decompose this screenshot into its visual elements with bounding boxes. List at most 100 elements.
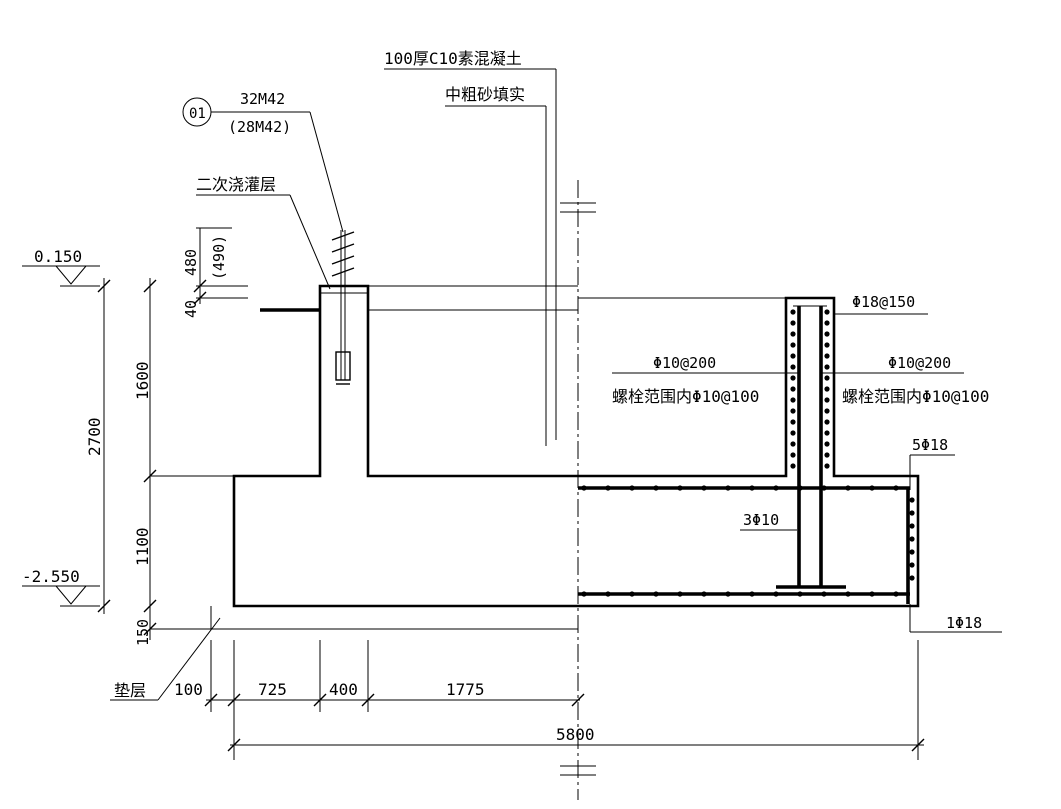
dim-1100: 1100 bbox=[133, 527, 152, 566]
rebar-dot bbox=[790, 375, 796, 381]
rebar-dots bbox=[581, 309, 915, 597]
rebar-slab bbox=[578, 486, 910, 604]
dim-1600: 1600 bbox=[133, 361, 152, 400]
label-rebar-left-main: Φ10@200 bbox=[653, 354, 716, 372]
label-bolt-spec-alt: (28M42) bbox=[228, 118, 291, 136]
rebar-dot bbox=[677, 591, 683, 597]
dim-100: 100 bbox=[174, 680, 203, 699]
rebar-dot bbox=[869, 591, 875, 597]
label-sand-fill: 中粗砂填实 bbox=[445, 85, 525, 104]
rebar-dot bbox=[790, 342, 796, 348]
rebar-dot bbox=[725, 591, 731, 597]
dim-1775: 1775 bbox=[446, 680, 485, 699]
rebar-dot bbox=[824, 408, 830, 414]
dim-2700: 2700 bbox=[85, 417, 104, 456]
rebar-dot bbox=[725, 485, 731, 491]
label-detail-mark: 01 bbox=[189, 106, 206, 122]
horizontal-dimensions bbox=[204, 640, 925, 760]
rebar-dot bbox=[821, 591, 827, 597]
rebar-dot bbox=[701, 591, 707, 597]
rebar-dot bbox=[824, 441, 830, 447]
dim-400: 400 bbox=[329, 680, 358, 699]
rebar-dot bbox=[629, 485, 635, 491]
dim-150: 150 bbox=[134, 619, 152, 646]
anchor-bolt bbox=[331, 230, 355, 385]
annotation-text: 100厚C10素混凝土 中粗砂填实 01 32M42 (28M42) 二次浇灌层… bbox=[22, 49, 989, 700]
vertical-dimensions bbox=[97, 227, 234, 640]
rebar-dot bbox=[845, 591, 851, 597]
label-bolt-spec: 32M42 bbox=[240, 90, 285, 108]
rebar-dot bbox=[605, 591, 611, 597]
elevation-bottom bbox=[22, 585, 100, 607]
label-bedding: 垫层 bbox=[114, 681, 146, 700]
rebar-dot bbox=[790, 386, 796, 392]
rebar-dot bbox=[581, 485, 587, 491]
rebar-dot bbox=[824, 309, 830, 315]
rebar-dot bbox=[845, 485, 851, 491]
rebar-dot bbox=[824, 419, 830, 425]
rebar-dot bbox=[797, 485, 803, 491]
rebar-dot bbox=[824, 397, 830, 403]
rebar-dot bbox=[773, 591, 779, 597]
dim-490: (490) bbox=[210, 235, 228, 280]
rebar-dot bbox=[824, 320, 830, 326]
rebar-dot bbox=[653, 485, 659, 491]
rebar-dot bbox=[749, 485, 755, 491]
label-rebar-wall-top: Φ18@150 bbox=[852, 293, 915, 311]
rebar-dot bbox=[790, 463, 796, 469]
rebar-dot bbox=[909, 549, 915, 555]
rebar-dot bbox=[790, 331, 796, 337]
rebar-dot bbox=[821, 485, 827, 491]
label-rebar-right-main: Φ10@200 bbox=[888, 354, 951, 372]
centerline-break-marks bbox=[560, 202, 596, 776]
label-grout-layer: 二次浇灌层 bbox=[196, 175, 276, 194]
rebar-dot bbox=[909, 562, 915, 568]
rebar-dot bbox=[790, 430, 796, 436]
rebar-dot bbox=[869, 485, 875, 491]
rebar-dot bbox=[909, 575, 915, 581]
rebar-dot bbox=[797, 591, 803, 597]
rebar-dot bbox=[824, 430, 830, 436]
rebar-dot bbox=[909, 523, 915, 529]
rebar-dot bbox=[909, 497, 915, 503]
rebar-dot bbox=[749, 591, 755, 597]
rebar-dot bbox=[790, 419, 796, 425]
dim-480: 480 bbox=[182, 249, 200, 276]
leader-lines bbox=[110, 68, 1002, 701]
rebar-dot bbox=[701, 485, 707, 491]
rebar-dot bbox=[677, 485, 683, 491]
dimension-text: 480 (490) 40 1600 2700 1100 150 100 725 … bbox=[85, 235, 595, 744]
rebar-dot bbox=[824, 331, 830, 337]
rebar-dot bbox=[909, 536, 915, 542]
dim-40: 40 bbox=[182, 300, 200, 318]
rebar-dot bbox=[909, 510, 915, 516]
rebar-dot bbox=[824, 342, 830, 348]
rebar-dot bbox=[790, 441, 796, 447]
elevation-top bbox=[22, 265, 100, 287]
label-rebar-right-sub: 螺栓范围内Φ10@100 bbox=[842, 387, 989, 406]
rebar-dot bbox=[790, 309, 796, 315]
rebar-dot bbox=[824, 364, 830, 370]
label-rebar-left-sub: 螺栓范围内Φ10@100 bbox=[612, 387, 759, 406]
rebar-wall bbox=[793, 305, 827, 588]
label-rebar-5phi18: 5Φ18 bbox=[912, 436, 948, 454]
rebar-dot bbox=[653, 591, 659, 597]
label-rebar-3phi10: 3Φ10 bbox=[743, 511, 779, 529]
rebar-dot bbox=[790, 364, 796, 370]
label-concrete-top: 100厚C10素混凝土 bbox=[384, 49, 522, 68]
rebar-dot bbox=[790, 408, 796, 414]
rebar-dot bbox=[605, 485, 611, 491]
rebar-dot bbox=[893, 591, 899, 597]
rebar-dot bbox=[790, 452, 796, 458]
rebar-dot bbox=[629, 591, 635, 597]
rebar-dot bbox=[581, 591, 587, 597]
rebar-dot bbox=[824, 375, 830, 381]
dim-5800: 5800 bbox=[556, 725, 595, 744]
rebar-dot bbox=[824, 463, 830, 469]
rebar-dot bbox=[824, 386, 830, 392]
rebar-dot bbox=[893, 485, 899, 491]
rebar-dot bbox=[790, 320, 796, 326]
label-elevation-top: 0.150 bbox=[34, 247, 82, 266]
dim-725: 725 bbox=[258, 680, 287, 699]
